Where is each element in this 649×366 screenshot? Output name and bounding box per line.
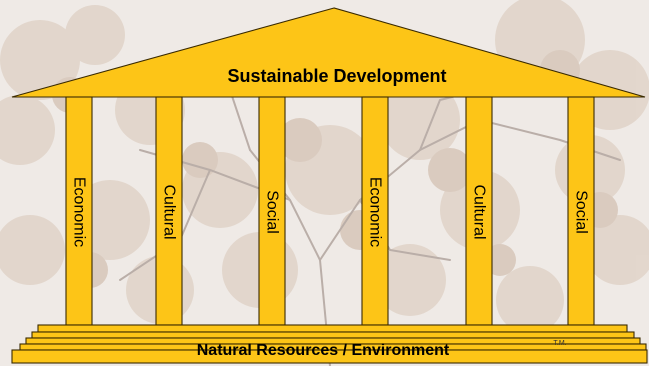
pillar-label: Economic (367, 177, 384, 247)
pillar: Social (567, 96, 595, 326)
trademark-label: T.M. (553, 340, 566, 347)
pillar: Social (258, 96, 286, 326)
pillar-label: Social (573, 190, 590, 234)
roof (11, 7, 646, 98)
pillar-label: Social (264, 190, 281, 234)
roof-label: Sustainable Development (227, 66, 446, 86)
pillar: Economic (361, 96, 389, 326)
pillar: Cultural (465, 96, 493, 326)
pillar: Cultural (155, 96, 183, 326)
pillar-label: Cultural (161, 184, 178, 239)
pillar: Economic (65, 96, 93, 326)
pillar-label: Cultural (471, 184, 488, 239)
pillar-label: Economic (71, 177, 88, 247)
pillars: Economic Cultural Social Economic Cultur… (65, 96, 595, 326)
base-steps (11, 324, 648, 364)
base-label: Natural Resources / Environment (197, 342, 450, 359)
